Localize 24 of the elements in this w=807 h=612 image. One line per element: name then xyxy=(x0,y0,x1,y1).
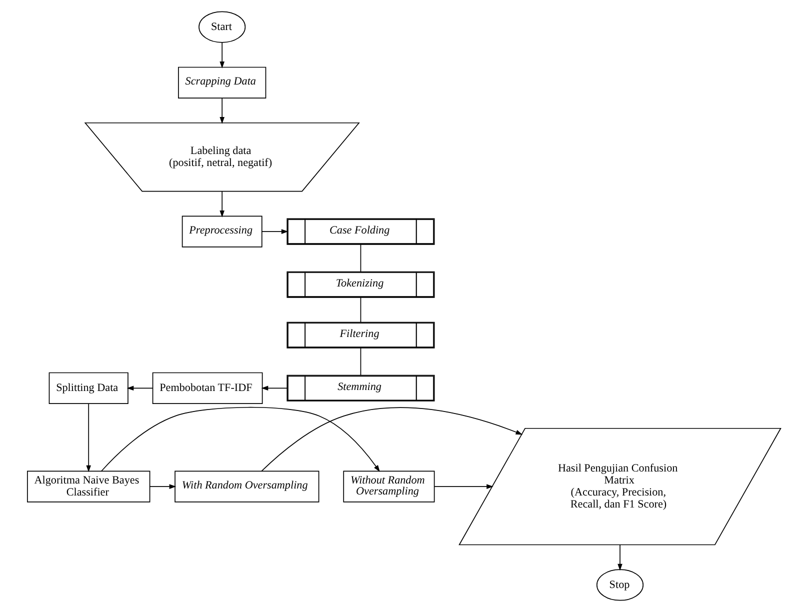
node-box: Without Random Oversampling xyxy=(342,470,434,502)
arrow xyxy=(219,98,224,124)
node-box: Splitting Data xyxy=(48,372,128,404)
node-ellipse: Start xyxy=(198,11,246,43)
arrow xyxy=(219,190,224,218)
node-ellipse: Stop xyxy=(596,569,644,601)
arrow xyxy=(260,407,522,472)
connector xyxy=(360,297,361,322)
arrow xyxy=(434,484,493,489)
connector xyxy=(360,348,361,376)
arrow xyxy=(219,42,224,68)
connector xyxy=(360,244,361,272)
node-box: Pembobotan TF-IDF xyxy=(152,372,262,404)
arrow xyxy=(126,386,153,391)
node-box: Algoritma Naive Bayes Classifier xyxy=(26,470,150,502)
arrow xyxy=(617,544,622,571)
node-box: Preprocessing xyxy=(181,216,262,248)
arrow xyxy=(260,386,288,391)
node-box: Scrapping Data xyxy=(178,66,266,98)
arrow xyxy=(260,229,288,234)
arrow xyxy=(100,406,380,472)
node-box: With Random Oversampling xyxy=(174,470,319,502)
arrow xyxy=(148,484,176,489)
arrow xyxy=(86,403,90,472)
